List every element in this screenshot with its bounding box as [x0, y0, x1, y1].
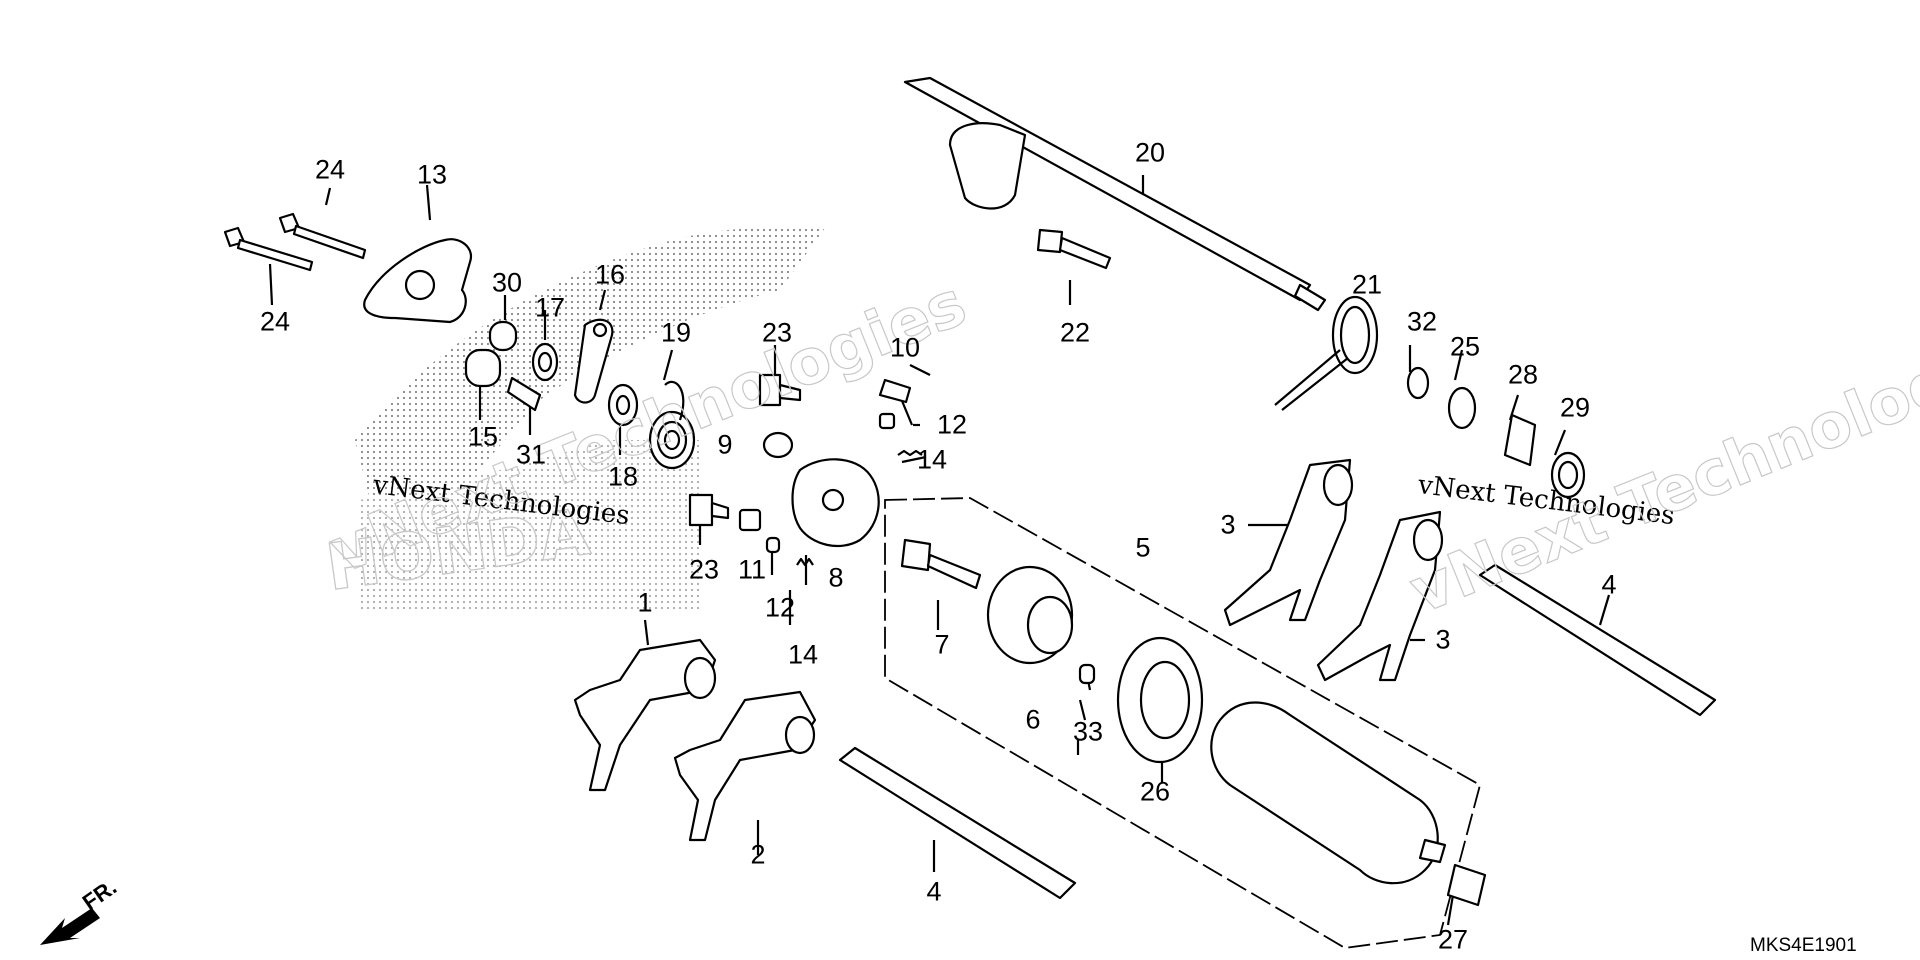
callout-27: 27 — [1437, 924, 1469, 955]
callout-5: 5 — [1135, 532, 1151, 563]
fork-3-a — [1223, 458, 1352, 627]
shaft-4-right — [1478, 563, 1717, 717]
callout-12b: 12 — [764, 592, 796, 623]
fork-1 — [573, 638, 717, 792]
callout-4: 4 — [1601, 569, 1617, 600]
callout-30: 30 — [491, 267, 523, 298]
callout-20: 20 — [1134, 137, 1166, 168]
pin-23-a — [758, 373, 802, 407]
callout-7: 7 — [934, 629, 950, 660]
callout-31: 31 — [515, 439, 547, 470]
fork-2 — [673, 690, 817, 842]
callout-23: 23 — [761, 317, 793, 348]
front-arrow-icon — [40, 908, 100, 945]
callout-26: 26 — [1139, 776, 1171, 807]
callout-28: 28 — [1507, 359, 1539, 390]
callout-1: 1 — [637, 587, 653, 618]
callout-2: 2 — [750, 839, 766, 870]
shift-drum — [1210, 701, 1439, 885]
shaft-4-bottom — [838, 746, 1077, 900]
callout-3b: 3 — [1435, 624, 1451, 655]
bolt-24-a — [223, 226, 314, 272]
callout-10: 10 — [889, 332, 921, 363]
callout-13: 13 — [416, 159, 448, 190]
callout-33: 33 — [1072, 716, 1104, 747]
bolt-24-b — [278, 212, 367, 260]
callout-3: 3 — [1220, 509, 1236, 540]
callout-14b: 14 — [787, 639, 819, 670]
callout-24b: 24 — [259, 306, 291, 337]
callout-19: 19 — [660, 317, 692, 348]
callout-22: 22 — [1059, 317, 1091, 348]
assembly-outline — [884, 497, 1482, 949]
callout-21: 21 — [1351, 269, 1383, 300]
callout-8: 8 — [828, 562, 844, 593]
callout-15: 15 — [467, 421, 499, 452]
diagram-code: MKS4E1901 — [1750, 935, 1857, 956]
callout-32: 32 — [1406, 306, 1438, 337]
parts-line-art — [40, 76, 1717, 945]
callout-29: 29 — [1559, 392, 1591, 423]
callout-9: 9 — [717, 429, 733, 460]
callout-6: 6 — [1025, 704, 1041, 735]
callout-23b: 23 — [688, 554, 720, 585]
callout-24: 24 — [314, 154, 346, 185]
pin-23-b — [688, 493, 730, 527]
callout-25: 25 — [1449, 331, 1481, 362]
callout-11: 11 — [737, 554, 767, 585]
callout-4b: 4 — [926, 876, 942, 907]
callout-17: 17 — [534, 292, 566, 323]
callout-16: 16 — [594, 259, 626, 290]
callout-18: 18 — [607, 461, 639, 492]
callout-12: 12 — [936, 409, 968, 440]
fork-3-b — [1316, 510, 1442, 682]
callout-14: 14 — [916, 444, 948, 475]
